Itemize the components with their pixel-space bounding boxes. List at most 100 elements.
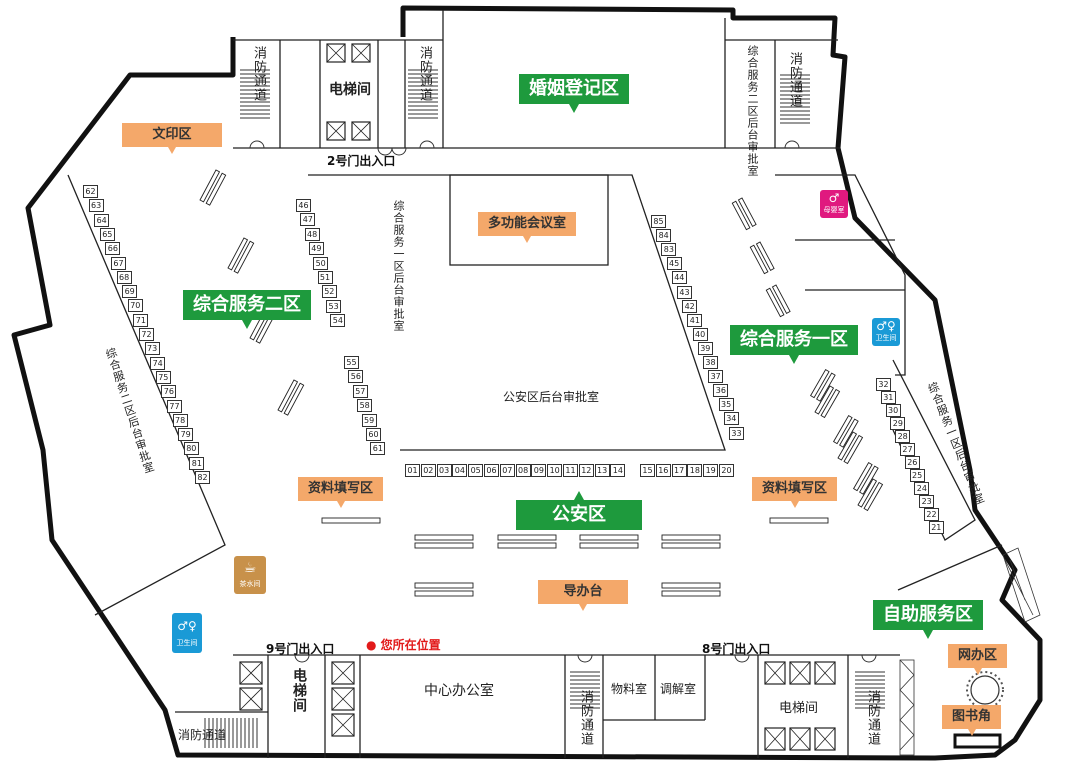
window-number: 77 — [167, 399, 182, 413]
window-number: 66 — [105, 242, 121, 256]
window-number: 51 — [317, 271, 333, 284]
tea-room-label: 茶水间 — [239, 580, 261, 588]
zone-service-two-label: 综合服务二区 — [183, 290, 311, 329]
window-number: 18 — [687, 464, 703, 477]
window-number: 74 — [150, 356, 166, 370]
window-number: 32 — [876, 378, 891, 391]
center-office-label: 中心办公室 — [424, 683, 494, 699]
window-number: 09 — [531, 464, 547, 477]
window-number: 45 — [666, 257, 682, 271]
window-number: 03 — [436, 464, 452, 477]
door-8-label: 8号门出入口 — [702, 642, 771, 656]
window-number: 04 — [452, 464, 468, 477]
restroom-icon-right: ♂♀ 卫生间 — [872, 318, 900, 346]
window-number: 81 — [189, 456, 205, 470]
restroom-label-left: 卫生间 — [176, 639, 198, 647]
door-9-label: 9号门出入口 — [266, 642, 335, 656]
window-number: 60 — [366, 428, 381, 441]
window-number: 73 — [144, 342, 160, 356]
mother-room-label: 母婴室 — [823, 206, 845, 214]
materials-room-label: 物料室 — [611, 682, 648, 696]
zone-marriage-label: 婚姻登记区 — [519, 74, 629, 113]
police-backroom-label: 公安区后台审批室 — [503, 390, 600, 404]
you-are-here-label: 您所在位置 — [380, 638, 441, 652]
cup-glyph: ☕ — [243, 560, 257, 576]
fire-exit-top-mid-label: 消防通道 — [417, 46, 432, 102]
window-number: 28 — [895, 430, 911, 443]
window-number: 65 — [99, 227, 115, 241]
window-number: 24 — [914, 482, 930, 495]
window-number: 34 — [723, 412, 739, 426]
window-number: 47 — [300, 213, 316, 227]
area-form-right-label: 资料填写区 — [752, 477, 838, 508]
window-number: 41 — [687, 313, 703, 327]
elevator-bottom-right-label: 电梯间 — [779, 701, 819, 716]
window-number: 08 — [515, 464, 531, 477]
window-number: 58 — [357, 399, 373, 413]
door-2-label: 2号门出入口 — [327, 154, 396, 168]
window-number: 17 — [671, 464, 687, 477]
window-number: 02 — [420, 464, 436, 477]
elevator-top-label: 电梯间 — [329, 82, 371, 98]
window-number: 53 — [326, 299, 342, 313]
window-number: 85 — [651, 215, 666, 228]
window-number: 84 — [656, 229, 672, 243]
window-number: 07 — [499, 464, 515, 477]
window-number: 44 — [671, 271, 687, 285]
window-number: 55 — [344, 356, 359, 369]
window-number: 80 — [183, 442, 199, 456]
restroom-label-right: 卫生间 — [875, 334, 897, 342]
window-number: 75 — [155, 370, 171, 384]
window-number: 33 — [729, 426, 744, 440]
window-number: 57 — [352, 384, 368, 398]
inner-walls — [67, 10, 1003, 758]
zone-self-service-label: 自助服务区 — [873, 600, 983, 639]
window-number: 70 — [127, 299, 143, 313]
window-number: 56 — [348, 370, 364, 384]
window-number: 64 — [94, 213, 110, 227]
you-are-here-marker: ● 您所在位置 — [366, 636, 441, 653]
fire-exit-bottom-left-label: 消防通道 — [178, 728, 227, 742]
library-round-table — [966, 671, 1004, 709]
window-number: 31 — [880, 391, 896, 404]
seating-rows — [199, 169, 884, 597]
area-library-label: 图书角 — [942, 705, 1002, 736]
window-number: 05 — [468, 464, 484, 477]
window-number: 82 — [195, 471, 210, 484]
restroom-glyph-left: ♂♀ — [177, 619, 197, 633]
window-number: 19 — [703, 464, 719, 477]
window-number: 27 — [900, 443, 915, 456]
window-number: 72 — [139, 328, 154, 341]
zone-police-label: 公安区 — [516, 491, 642, 530]
area-print-label: 文印区 — [122, 123, 222, 154]
window-number: 48 — [304, 227, 320, 241]
elevator-bottom-left-label: 电梯间 — [291, 668, 307, 713]
window-number: 76 — [161, 385, 177, 399]
window-number: 35 — [718, 398, 734, 412]
truss-structure — [899, 547, 1041, 756]
fire-exit-bottom-right-label: 消防通道 — [865, 690, 880, 746]
window-number: 43 — [677, 285, 692, 299]
window-number: 54 — [330, 314, 346, 328]
door-swings — [249, 140, 877, 663]
tea-room-icon: ☕ 茶水间 — [234, 556, 266, 594]
stairs — [204, 69, 885, 748]
window-number: 59 — [361, 413, 377, 427]
window-number: 29 — [890, 417, 906, 430]
area-guide-desk-label: 导办台 — [538, 580, 628, 611]
window-number: 63 — [88, 199, 104, 213]
window-number: 25 — [909, 469, 925, 482]
mother-room-icon: ♂ 母婴室 — [820, 190, 848, 218]
window-number: 62 — [83, 185, 98, 198]
window-number: 46 — [296, 199, 311, 212]
location-pin-icon: ● — [366, 638, 377, 652]
window-number: 69 — [122, 285, 138, 299]
area-meeting-label: 多功能会议室 — [478, 212, 577, 243]
library-shelf — [953, 733, 1002, 749]
window-number: 83 — [661, 243, 677, 257]
window-number: 11 — [563, 464, 578, 477]
window-number: 16 — [655, 464, 671, 477]
window-number: 78 — [172, 413, 188, 427]
window-number: 52 — [321, 285, 337, 299]
